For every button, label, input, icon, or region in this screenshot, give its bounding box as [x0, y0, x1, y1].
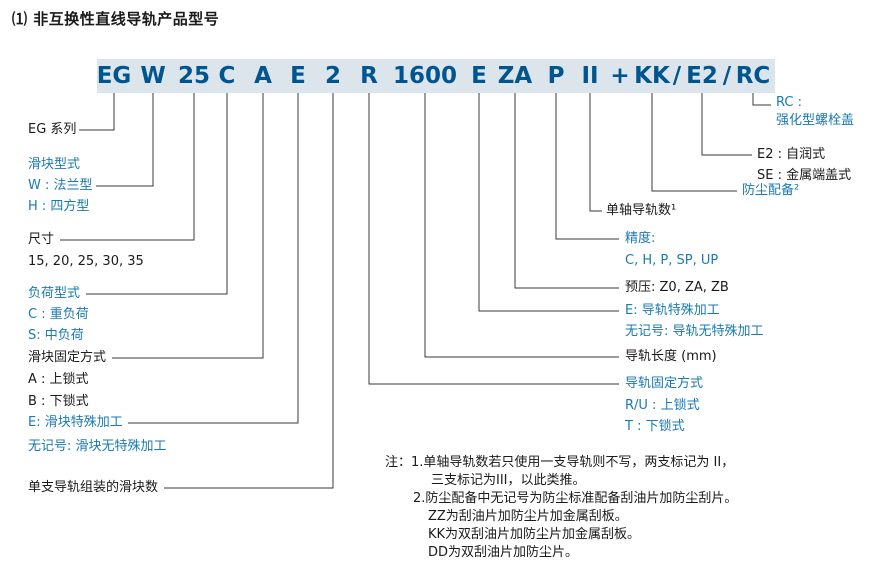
label-block-fix-heading: 滑块固定方式: [28, 350, 107, 365]
note-line-6: DD为双刮油片加防尘片。: [428, 545, 579, 560]
connector-size: [60, 93, 195, 241]
connector-block-fix: [112, 93, 264, 359]
connector-rail-length: [424, 93, 619, 358]
label-preload: 预压: Z0, ZA, ZB: [625, 280, 729, 295]
connector-preload: [514, 93, 619, 289]
label-block-fix-a: A : 上锁式: [28, 372, 89, 387]
label-rail-special-heading: E: 导轨特殊加工: [625, 303, 720, 318]
model-segment-endcap: E2: [686, 63, 718, 89]
connector-block-special: [128, 93, 299, 424]
note-line-4: ZZ为刮油片加防尘片加金属刮板。: [428, 509, 628, 524]
label-block-type-heading: 滑块型式: [28, 157, 81, 172]
note-line-2: 三支标记为III，以此类推。: [431, 473, 586, 488]
connector-rail-special: [478, 93, 619, 312]
note-line-3: 2.防尘配备中无记号为防尘标准配备刮油片加防尘刮片。: [413, 491, 738, 506]
label-rail-fix-t: T : 下锁式: [625, 419, 685, 434]
model-segment-block-count: 2: [324, 63, 342, 89]
model-segment-rail-count: II: [581, 63, 599, 89]
label-rail-special-none: 无记号: 导轨无特殊加工: [625, 324, 764, 339]
model-segment-rail-length: 1600: [392, 63, 458, 89]
model-segment-series: EG: [96, 63, 132, 89]
model-segment-block-type: W: [140, 63, 166, 89]
model-segment-block-fix: A: [254, 63, 272, 89]
connector-series: [79, 93, 115, 131]
label-rail-count: 单轴导轨数¹: [606, 203, 677, 218]
model-segment-rail-fix: R: [360, 63, 378, 89]
model-segment-slash-2: /: [722, 63, 732, 89]
label-bolt-cover-code: RC :: [776, 95, 802, 110]
label-load-type-heading: 负荷型式: [28, 286, 81, 301]
connector-rail-count: [589, 93, 602, 212]
connector-endcap: [701, 93, 752, 156]
label-block-special-heading: E: 滑块特殊加工: [28, 415, 123, 430]
model-segment-precision: P: [547, 63, 565, 89]
model-segment-size: 25: [177, 63, 211, 89]
connector-block-type: [96, 93, 154, 187]
label-block-type-h: H : 四方型: [28, 199, 90, 214]
label-size-heading: 尺寸: [28, 232, 55, 247]
label-bolt-cover-desc: 强化型螺栓盖: [776, 113, 855, 128]
label-blocks-per-rail: 单支导轨组装的滑块数: [28, 480, 159, 495]
label-rail-fix-heading: 导轨固定方式: [625, 376, 704, 391]
label-load-type-s: S: 中负荷: [28, 328, 84, 343]
model-segment-plus-sign: +: [610, 63, 630, 89]
model-segment-block-special: E: [290, 63, 306, 89]
model-segment-load-type: C: [218, 63, 236, 89]
model-segment-preload: ZA: [497, 63, 533, 89]
model-segment-bolt-cover: RC: [735, 63, 771, 89]
label-size-values: 15, 20, 25, 30, 35: [28, 254, 144, 269]
label-endcap-e2: E2 : 自润式: [757, 147, 826, 162]
label-precision-heading: 精度:: [625, 231, 656, 246]
note-line-5: KK为双刮油片加防尘片加金属刮板。: [428, 527, 641, 542]
model-segment-dust-proof: KK: [634, 63, 670, 89]
label-series: EG 系列: [28, 122, 77, 137]
connector-dust-proof: [651, 93, 737, 192]
model-code-band: [97, 59, 775, 93]
label-rail-fix-ru: R/U : 上锁式: [625, 398, 700, 413]
note-line-1: 注：1.单轴导轨数若只使用一支导轨则不写，两支标记为 II，: [385, 455, 735, 470]
model-segment-slash-1: /: [672, 63, 682, 89]
label-rail-length: 导轨长度 (mm): [625, 349, 717, 364]
label-precision-values: C, H, P, SP, UP: [625, 253, 719, 268]
model-segment-rail-special: E: [471, 63, 487, 89]
label-block-fix-b: B : 下锁式: [28, 394, 89, 409]
label-block-type-w: W : 法兰型: [28, 178, 93, 193]
label-load-type-c: C : 重负荷: [28, 307, 89, 322]
label-block-special-none: 无记号: 滑块无特殊加工: [28, 439, 167, 454]
label-endcap-se: SE : 金属端盖式: [757, 168, 852, 183]
page-title: ⑴ 非互换性直线导轨产品型号: [12, 10, 220, 28]
connector-bolt-cover: [752, 93, 771, 106]
label-dust-proof: 防尘配备²: [742, 183, 800, 198]
connector-rail-fix: [368, 93, 619, 385]
connector-blocks-per-rail: [164, 93, 334, 489]
